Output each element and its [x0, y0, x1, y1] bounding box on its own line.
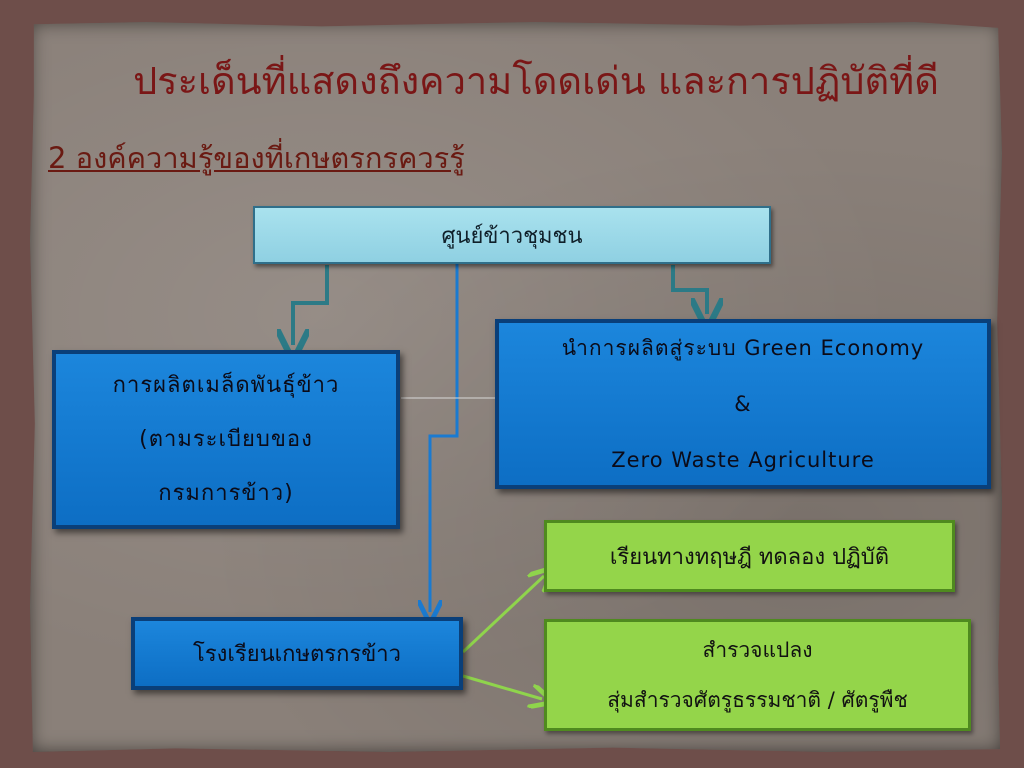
node-rice-community-center-label: ศูนย์ข้าวชุมชน	[441, 223, 583, 249]
arrow-to-survey	[462, 674, 542, 699]
node-green-economy-line2: &	[734, 392, 752, 416]
node-green-economy-line1: นำการผลิตสู่ระบบ Green Economy	[561, 336, 925, 360]
node-seed-line3: กรมการข้าว)	[158, 480, 294, 506]
node-green-economy-line3: Zero Waste Agriculture	[611, 448, 875, 472]
node-farmer-school: โรงเรียนเกษตรกรข้าว	[131, 617, 463, 690]
node-learn-practice: เรียนทางทฤษฎี ทดลอง ปฏิบัติ	[544, 520, 955, 592]
node-farmer-school-label: โรงเรียนเกษตรกรข้าว	[193, 642, 401, 667]
node-seed-line2: (ตามระเบียบของ	[139, 426, 313, 452]
node-field-survey: สำรวจแปลง สุ่มสำรวจศัตรูธรรมชาติ / ศัตรู…	[544, 619, 971, 731]
node-seed-production: การผลิตเมล็ดพันธุ์ข้าว (ตามระเบียบของ กร…	[52, 350, 400, 529]
node-field-survey-line1: สำรวจแปลง	[702, 638, 813, 662]
node-rice-community-center: ศูนย์ข้าวชุมชน	[253, 206, 771, 264]
slide-subtitle: 2 องค์ความรู้ของที่เกษตรกรควรรู้	[48, 141, 465, 175]
arrow-to-school	[430, 255, 459, 612]
node-learn-practice-label: เรียนทางทฤษฎี ทดลอง ปฏิบัติ	[609, 544, 890, 570]
node-seed-line1: การผลิตเมล็ดพันธุ์ข้าว	[112, 372, 340, 398]
arrow-to-seed	[293, 265, 329, 345]
arrow-to-learn	[461, 576, 544, 654]
node-field-survey-line2: สุ่มสำรวจศัตรูธรรมชาติ / ศัตรูพืช	[607, 688, 908, 712]
slide-title: ประเด็นที่แสดงถึงความโดดเด่น และการปฏิบั…	[133, 59, 939, 103]
node-green-economy: นำการผลิตสู่ระบบ Green Economy & Zero Wa…	[495, 319, 991, 489]
arrow-to-green-economy	[671, 265, 707, 314]
